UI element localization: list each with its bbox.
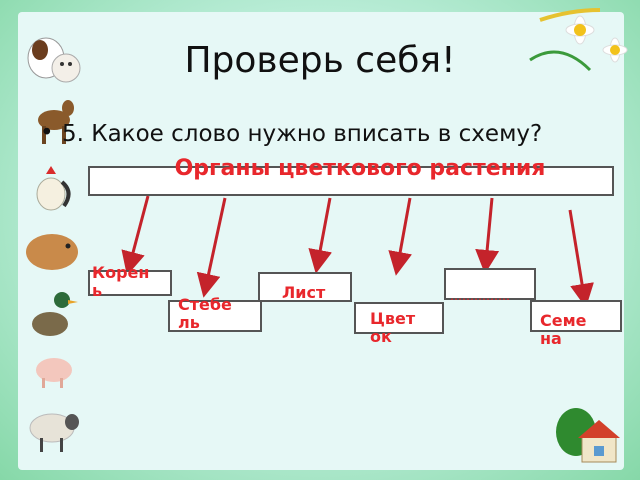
arrow-stem (196, 197, 227, 298)
duck-icon (32, 292, 78, 336)
seeds-label: Семена (540, 311, 587, 348)
bullet-icon: • (40, 120, 54, 146)
question-text: • 5. Какое слово нужно вписать в схему? (40, 120, 543, 147)
hamster-icon (26, 234, 78, 270)
pig-icon (36, 358, 72, 388)
blank-box[interactable] (444, 268, 536, 300)
arrow-blank (475, 197, 500, 274)
horse-icon (38, 100, 74, 144)
stem-label: Стебель (178, 295, 232, 332)
seeds-box (530, 300, 622, 332)
arrow-leaf (308, 197, 333, 274)
rooster-icon (36, 166, 71, 211)
flower-box (354, 302, 444, 334)
arrow-seeds (568, 209, 594, 308)
stem-box (168, 300, 262, 332)
arrow-flower (388, 197, 412, 276)
root-label: Корень (92, 263, 150, 300)
arrow-root (121, 195, 150, 276)
puppy-kitten-icon (27, 37, 81, 83)
daisies-icon (529, 8, 628, 72)
root-box (88, 270, 172, 296)
scheme-heading: Органы цветкового растения (174, 156, 546, 181)
leaf-label: Лист (282, 283, 326, 302)
blank-answer: …………… (450, 289, 510, 303)
sheep-icon (29, 413, 79, 452)
flower-label: Цветок (370, 309, 416, 346)
slide-title: Проверь себя! (184, 40, 456, 81)
house-icon (556, 408, 620, 463)
leaf-box (258, 272, 352, 302)
heading-box (88, 166, 614, 196)
